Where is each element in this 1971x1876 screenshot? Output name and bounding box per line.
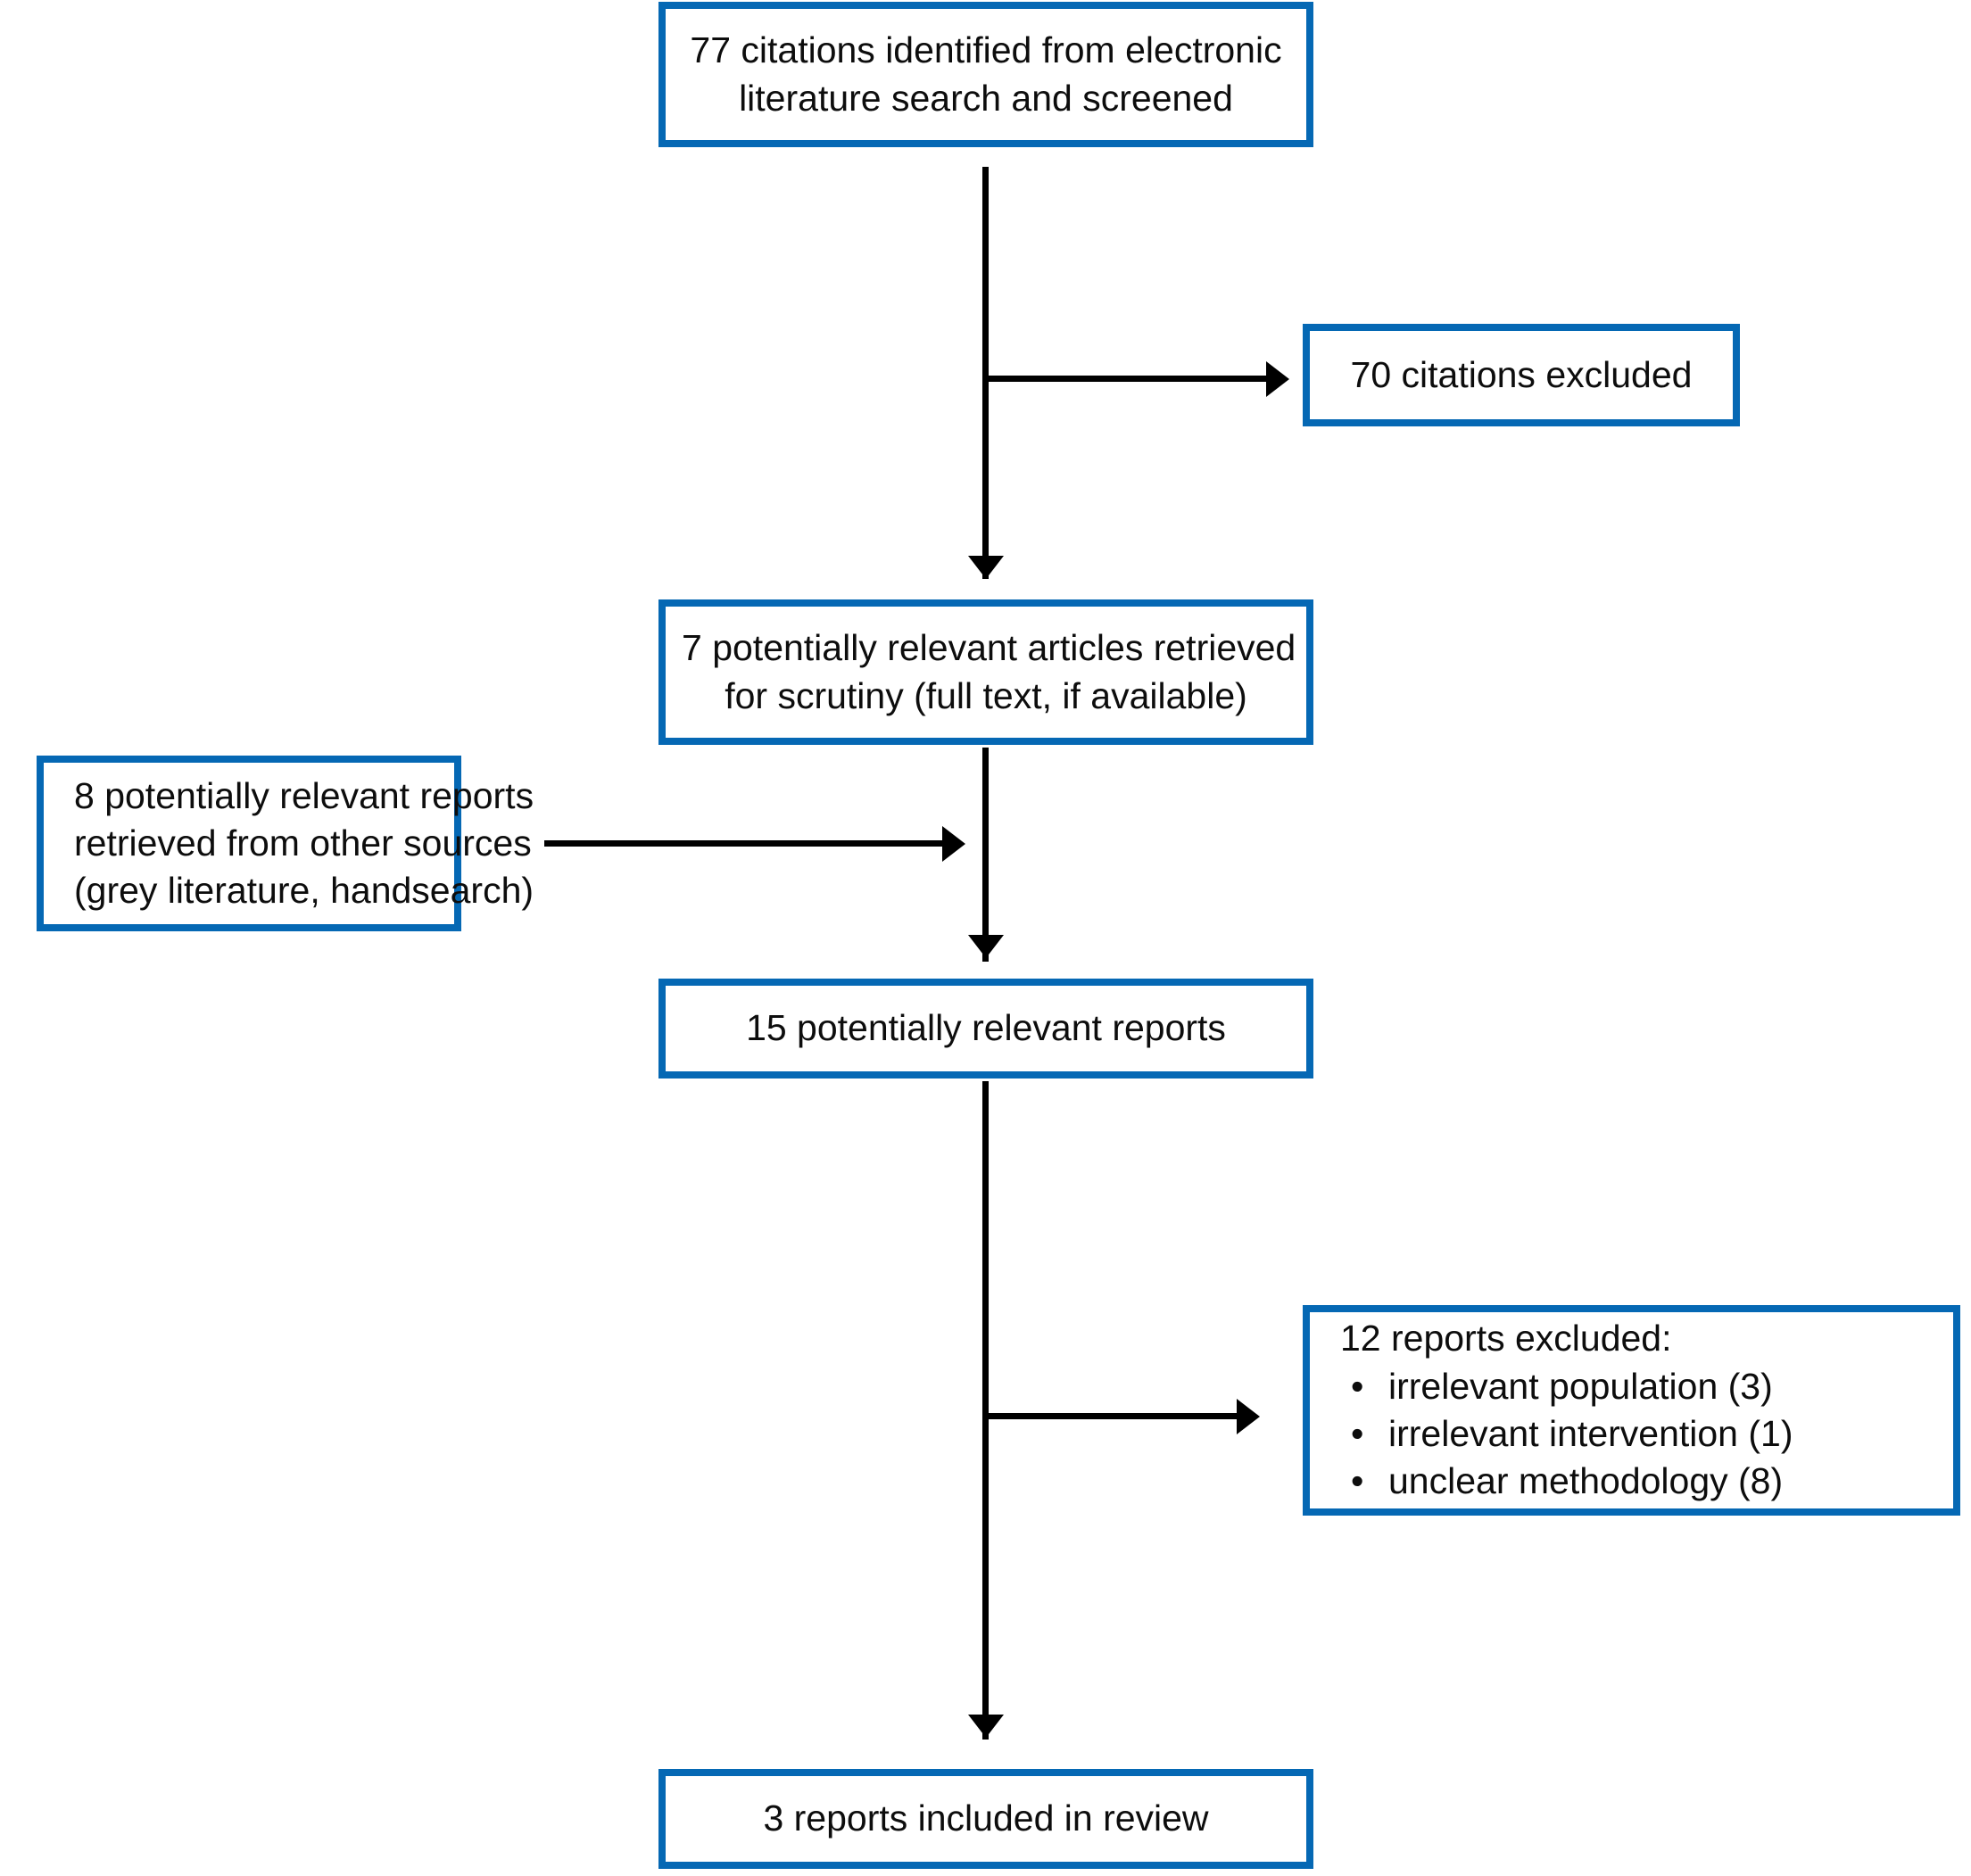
list-item: • unclear methodology (8) — [1340, 1458, 1937, 1505]
node-citations-identified: 77 citations identified from electronic … — [658, 2, 1313, 147]
node-articles-retrieved-text: 7 potentially relevant articles retrieve… — [682, 627, 1296, 716]
bullet-icon: • — [1351, 1460, 1364, 1502]
bullet-icon: • — [1351, 1413, 1364, 1454]
list-item: • irrelevant population (3) — [1340, 1363, 1937, 1410]
connector-relevant-reports-to-included — [982, 1081, 989, 1740]
node-relevant-reports: 15 potentially relevant reports — [658, 979, 1313, 1078]
connector-to-reports-excluded — [982, 1413, 1244, 1419]
node-reports-excluded: 12 reports excluded: • irrelevant popula… — [1303, 1305, 1960, 1516]
connector-retrieved-to-relevant-reports — [982, 748, 989, 962]
connector-identified-to-retrieved — [982, 167, 989, 579]
connector-other-sources-to-spine — [544, 840, 948, 847]
node-reports-included: 3 reports included in review — [658, 1769, 1313, 1869]
arrowhead-into-relevant-reports — [968, 935, 1004, 958]
node-other-sources-text: 8 potentially relevant reports retrieved… — [74, 774, 534, 912]
node-citations-excluded-text: 70 citations excluded — [1350, 353, 1693, 395]
arrowhead-other-sources-to-spine — [942, 826, 965, 862]
bullet-icon: • — [1351, 1365, 1364, 1407]
reports-excluded-reason-list: • irrelevant population (3) • irrelevant… — [1340, 1363, 1937, 1506]
node-relevant-reports-text: 15 potentially relevant reports — [746, 1007, 1226, 1049]
node-citations-identified-text: 77 citations identified from electronic … — [690, 29, 1282, 119]
arrowhead-into-reports-excluded — [1237, 1399, 1260, 1434]
node-citations-excluded: 70 citations excluded — [1303, 324, 1740, 426]
arrowhead-into-included — [968, 1715, 1004, 1738]
list-item-label: irrelevant population (3) — [1388, 1365, 1773, 1407]
list-item: • irrelevant intervention (1) — [1340, 1410, 1937, 1458]
reports-excluded-title: 12 reports excluded: — [1340, 1318, 1672, 1359]
list-item-label: unclear methodology (8) — [1388, 1460, 1784, 1502]
list-item-label: irrelevant intervention (1) — [1388, 1413, 1793, 1454]
node-reports-included-text: 3 reports included in review — [763, 1797, 1209, 1839]
arrowhead-into-citations-excluded — [1266, 361, 1289, 397]
arrowhead-into-retrieved — [968, 556, 1004, 579]
node-articles-retrieved: 7 potentially relevant articles retrieve… — [658, 599, 1313, 745]
node-other-sources: 8 potentially relevant reports retrieved… — [37, 756, 534, 931]
node-reports-excluded-text: 12 reports excluded: • irrelevant popula… — [1340, 1315, 1937, 1505]
connector-to-citations-excluded — [982, 376, 1273, 382]
